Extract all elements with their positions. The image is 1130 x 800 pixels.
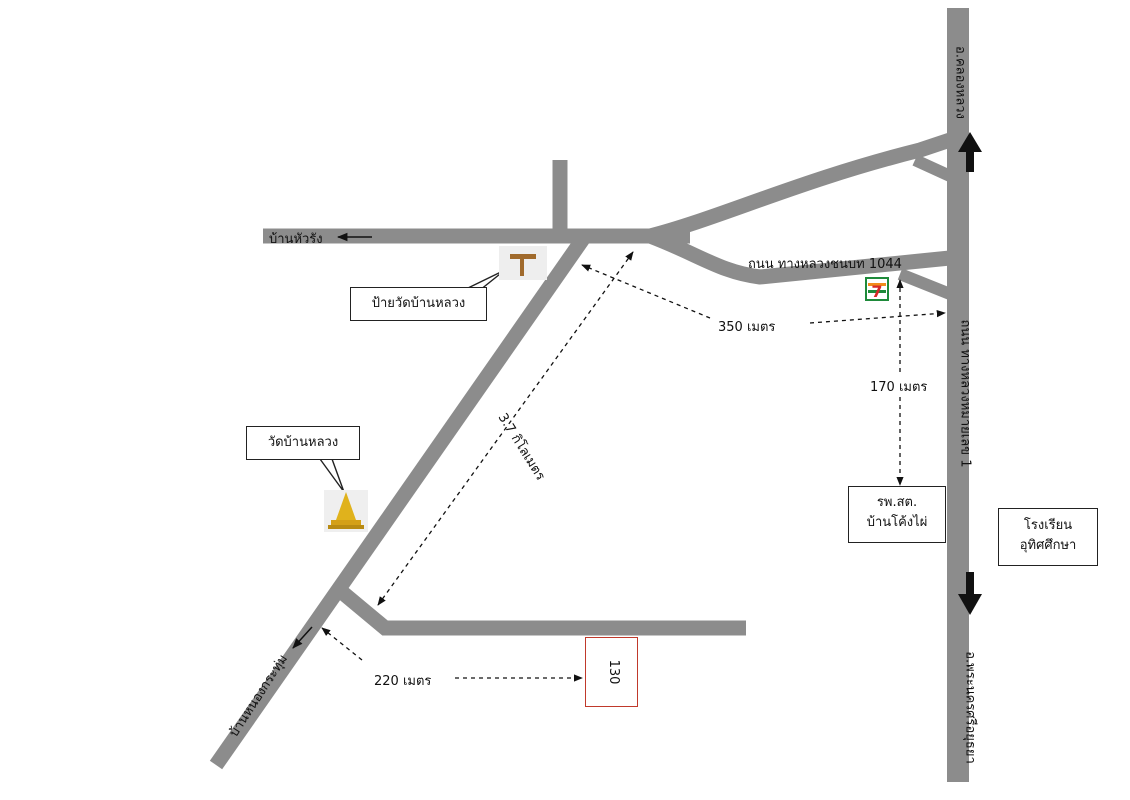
label-road-1044: ถนน ทางหลวงชนบท 1044 [748,257,902,272]
plot-number: 130 [606,659,621,685]
health-center-line1: รพ.สต. [876,495,918,510]
arrow-nong-krathum [292,626,313,649]
school-line1: โรงเรียน [1023,518,1073,533]
distance-markers [321,251,946,682]
dist-220-line-left [321,627,363,661]
upper-ramp-road [912,154,953,182]
signpost-icon [499,246,547,280]
svg-text:7: 7 [871,282,882,301]
plot-box: 130 [585,637,638,707]
arrow-down-icon [958,572,982,615]
label-dist-220: 220 เมตร [374,674,432,689]
school-line2: อุทิศศึกษา [1019,538,1077,553]
temple-sign-box: ป้ายวัดบ้านหลวง [350,287,487,321]
temple-box: วัดบ้านหลวง [246,426,360,460]
arrow-up-icon [958,132,982,172]
label-dist-350: 350 เมตร [718,320,776,335]
dist-350-line-left [581,264,711,319]
dist-350-line-right [809,309,946,324]
side-road [338,587,746,636]
health-center-line2: บ้านโค้งไผ่ [866,515,928,530]
school-box: โรงเรียน อุทิศศึกษา [998,508,1098,566]
roads [209,8,969,782]
direction-arrows [292,132,982,649]
label-khlong-luang: อ.คลองหลวง [952,46,968,119]
pagoda-icon [324,490,368,532]
lower-ramp-road [897,268,953,300]
label-dist-170: 170 เมตร [870,380,928,395]
label-highway-1: ถนน ทางหลวงหมายเลข 1 [957,319,973,468]
road-1044 [647,228,951,285]
upper-branch-road [648,132,953,244]
health-center-box: รพ.สต. บ้านโค้งไผ่ [848,486,946,543]
label-ban-hua-rang: บ้านหัวรัง [269,232,323,247]
7-eleven-icon: 7 [865,277,889,301]
dist-3-7-line [377,251,634,606]
label-phra-nakhon: อ.พระนครศรีอยุธยา [962,651,978,764]
